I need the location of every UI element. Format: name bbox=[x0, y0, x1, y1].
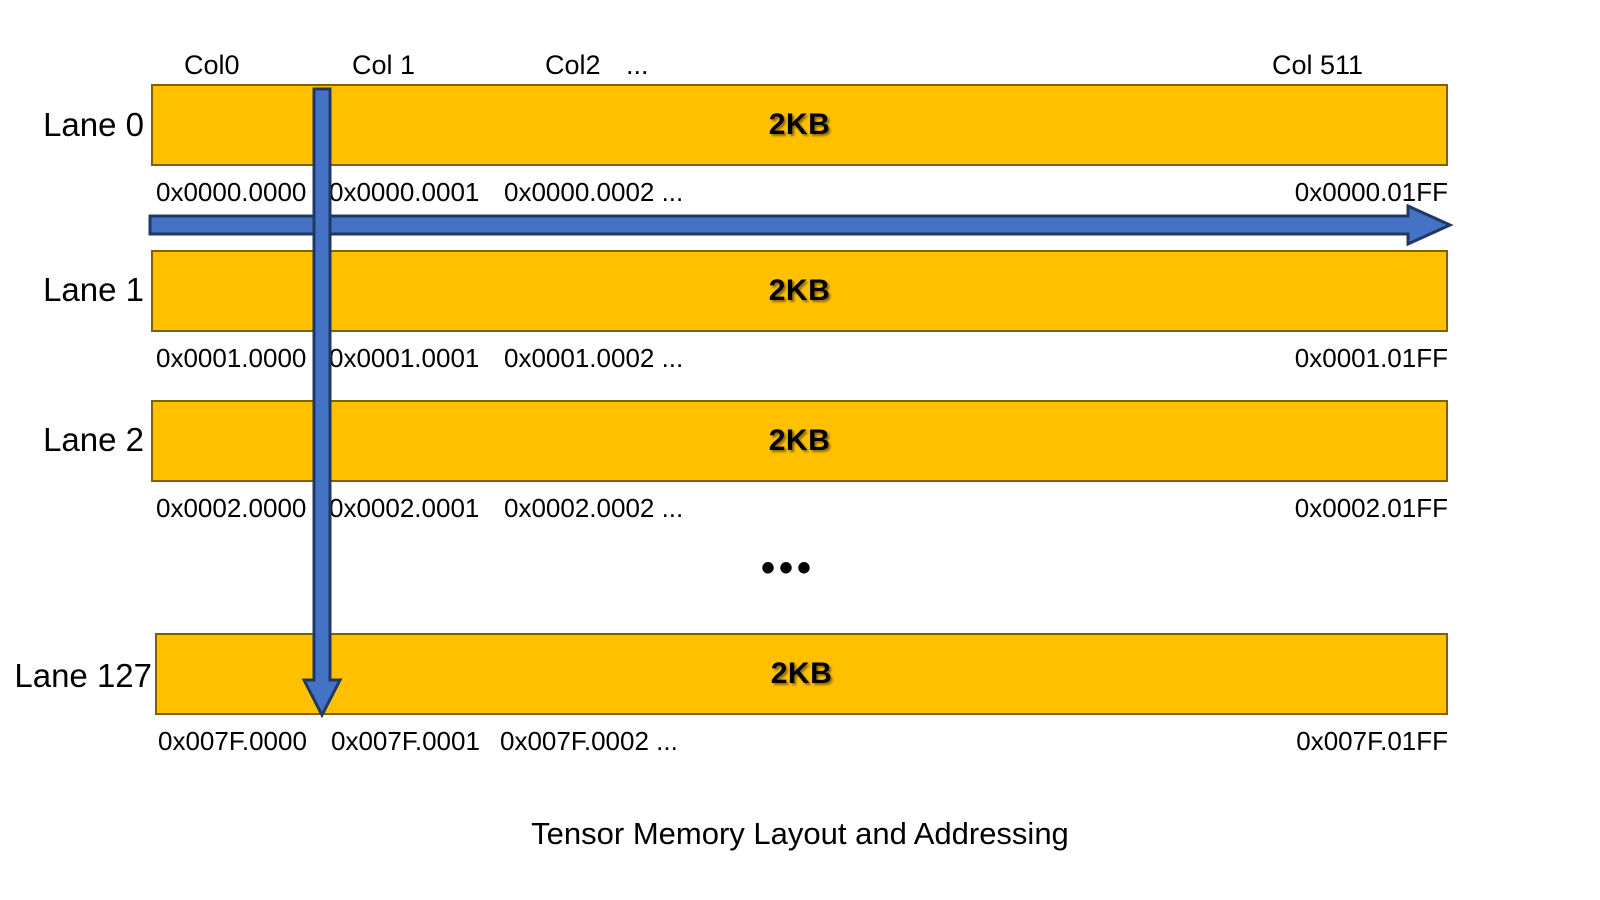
arrow-down-icon bbox=[301, 87, 343, 719]
address-lane-0-col511: 0x0000.01FF bbox=[1294, 177, 1448, 207]
address-lane-0-col1: 0x0000.0001 bbox=[329, 177, 480, 207]
memory-bar-size-label-lane-1: 2KB bbox=[768, 274, 831, 307]
address-lane-127-col511: 0x007F.01FF bbox=[1296, 726, 1448, 756]
column-header-col511: Col 511 bbox=[1272, 50, 1364, 80]
address-lane-0-col0: 0x0000.0000 bbox=[156, 177, 307, 207]
figure-caption: Tensor Memory Layout and Addressing bbox=[531, 816, 1069, 851]
column-order-arrow-right bbox=[146, 203, 1454, 247]
memory-bar-lane-127: 2KB bbox=[155, 633, 1448, 715]
memory-bar-size-label-lane-127: 2KB bbox=[770, 657, 833, 690]
memory-bar-lane-2: 2KB bbox=[151, 400, 1448, 482]
memory-bar-lane-1: 2KB bbox=[151, 250, 1448, 332]
address-lane-127-col2: 0x007F.0002 ... bbox=[500, 726, 678, 756]
address-lane-2-col2: 0x0002.0002 ... bbox=[504, 493, 684, 523]
address-lane-2-col511: 0x0002.01FF bbox=[1294, 493, 1448, 523]
address-lane-1-col0: 0x0001.0000 bbox=[156, 343, 307, 373]
memory-bar-size-label-lane-2: 2KB bbox=[768, 424, 831, 457]
skipped-lanes-ellipsis: ••• bbox=[760, 546, 815, 590]
lane-label-lane-127: Lane 127 bbox=[14, 657, 152, 694]
arrow-right-icon bbox=[148, 203, 1454, 247]
address-lane-1-col1: 0x0001.0001 bbox=[329, 343, 480, 373]
address-lane-0-col2: 0x0000.0002 ... bbox=[504, 177, 684, 207]
column-header-ellipsis: ... bbox=[626, 50, 649, 80]
lane-label-lane-0: Lane 0 bbox=[43, 106, 144, 143]
lane-label-lane-1: Lane 1 bbox=[43, 271, 144, 308]
lane-order-arrow-down bbox=[296, 86, 348, 719]
memory-bar-size-label-lane-0: 2KB bbox=[768, 108, 831, 141]
address-lane-1-col511: 0x0001.01FF bbox=[1294, 343, 1448, 373]
memory-bar-lane-0: 2KB bbox=[151, 84, 1448, 166]
address-lane-2-col1: 0x0002.0001 bbox=[329, 493, 480, 523]
lane-label-lane-2: Lane 2 bbox=[43, 421, 144, 458]
column-header-col0: Col0 bbox=[184, 50, 240, 80]
address-lane-1-col2: 0x0001.0002 ... bbox=[504, 343, 684, 373]
column-header-col2: Col2 bbox=[545, 50, 601, 80]
address-lane-127-col1: 0x007F.0001 bbox=[331, 726, 480, 756]
column-header-col1: Col 1 bbox=[352, 50, 416, 80]
address-lane-2-col0: 0x0002.0000 bbox=[156, 493, 307, 523]
address-lane-127-col0: 0x007F.0000 bbox=[158, 726, 307, 756]
